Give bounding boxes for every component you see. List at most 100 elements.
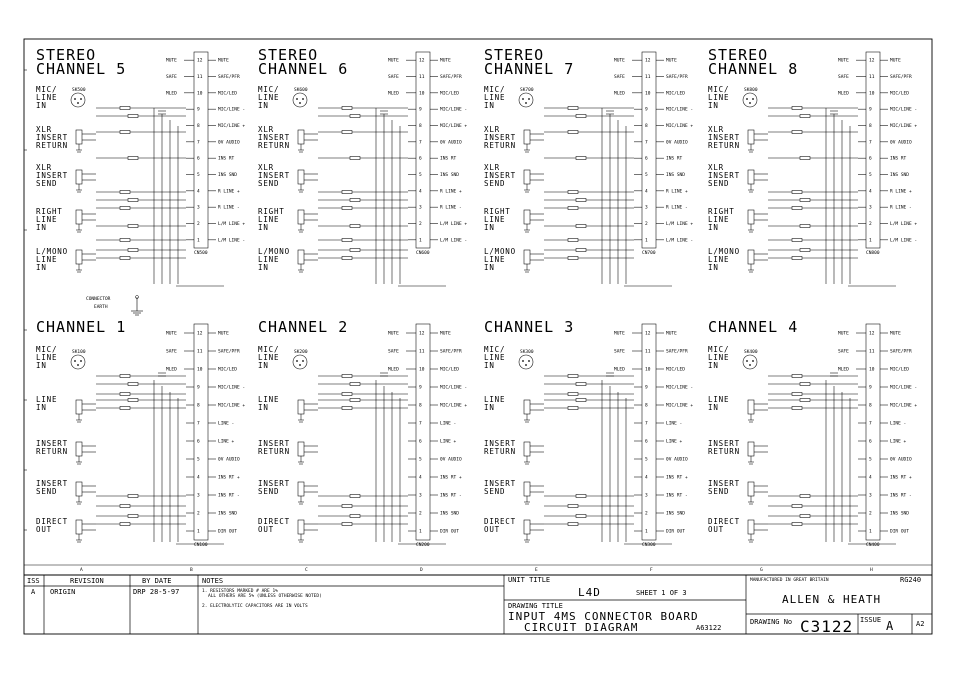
connector-block <box>415 323 431 541</box>
row-label: INSERT <box>484 439 516 448</box>
note-2: 2. ELECTROLYTIC CAPACITORS ARE IN VOLTS <box>202 603 308 609</box>
resistor <box>119 374 131 378</box>
pin-number: 11 <box>197 74 203 80</box>
xlr-pin <box>752 360 754 362</box>
resistor <box>567 190 579 194</box>
pin-number: 4 <box>869 188 872 194</box>
row-label: OUT <box>484 525 500 534</box>
resistor <box>567 374 579 378</box>
pin-label: MIC/LINE + <box>440 123 467 129</box>
pin-label: MIC/LINE + <box>890 403 917 409</box>
pin-label: MUTE <box>388 58 399 64</box>
resistor <box>127 114 139 118</box>
jack-socket-symbol <box>297 249 305 265</box>
pin-label: R LINE - <box>218 205 240 211</box>
pin-label: MUTE <box>388 331 399 337</box>
xlr-pin <box>746 98 748 100</box>
row-label: INSERT <box>36 479 68 488</box>
pin-label: INS RT + <box>890 475 912 481</box>
row-label: IN <box>258 361 269 370</box>
pin-number: 11 <box>869 349 875 355</box>
pin-label: INS SND <box>890 511 909 517</box>
drawing-no-label: DRAWING No <box>750 618 792 626</box>
resistor <box>799 514 811 518</box>
pin-label: MIC/LINE + <box>440 403 467 409</box>
resistor <box>567 206 579 210</box>
row-label: MIC/ <box>484 345 505 354</box>
xlr-pin <box>296 360 298 362</box>
pin-number: 3 <box>197 205 200 211</box>
pin-label: INS SND <box>218 511 237 517</box>
pin-label: INS RT + <box>440 475 462 481</box>
pin-number: 7 <box>869 139 872 145</box>
xlr-pin <box>74 360 76 362</box>
company-name: ALLEN & HEATH <box>782 593 881 606</box>
resistor <box>119 256 131 260</box>
pin-label: R LINE - <box>890 205 912 211</box>
resistor <box>341 238 353 242</box>
pin-number: 12 <box>197 331 203 337</box>
pin-label: LINE + <box>890 439 907 445</box>
pin-number: 1 <box>645 237 648 243</box>
resistor <box>119 522 131 526</box>
by-date-header: BY DATE <box>142 577 172 585</box>
pin-label: MIC/LED <box>666 367 685 373</box>
pin-label: MUTE <box>218 58 229 64</box>
jack-socket-symbol <box>297 399 305 415</box>
row-label: IN <box>708 223 719 232</box>
pin-label: SAFE <box>388 74 399 80</box>
row-label: RIGHT <box>258 207 285 216</box>
revision-value: ORIGIN <box>50 588 75 596</box>
row-label: OUT <box>258 525 274 534</box>
row-label: IN <box>708 361 719 370</box>
xlr-pin <box>528 98 530 100</box>
pin-number: 7 <box>645 421 648 427</box>
row-label: MIC/ <box>484 85 505 94</box>
jack-socket-symbol <box>523 441 531 457</box>
row-label: LINE <box>708 395 729 404</box>
row-label: INSERT <box>708 171 740 180</box>
jack-socket-symbol <box>297 169 305 185</box>
xlr-socket-symbol <box>70 92 86 108</box>
resistor <box>127 382 139 386</box>
pin-label: SAFE <box>838 74 849 80</box>
resistor <box>119 392 131 396</box>
socket-ref: SK700 <box>520 87 534 93</box>
pin-label: L/M LINE + <box>218 221 245 227</box>
xlr-pin <box>752 98 754 100</box>
pin-label: MUTE <box>666 58 677 64</box>
row-label: DIRECT <box>708 517 740 526</box>
resistor <box>127 494 139 498</box>
resistor <box>799 382 811 386</box>
resistor <box>341 206 353 210</box>
resistor <box>349 248 361 252</box>
pin-label: MUTE <box>614 58 625 64</box>
pin-label: SAFE/PFR <box>890 74 912 80</box>
pin-label: LINE + <box>666 439 683 445</box>
row-label: LINE <box>36 255 57 264</box>
pin-label: MUTE <box>166 331 177 337</box>
jack-socket-symbol <box>747 441 755 457</box>
xlr-socket-symbol <box>70 354 86 370</box>
pin-label: MIC/LINE + <box>890 123 917 129</box>
socket-ref: SK600 <box>294 87 308 93</box>
pin-label: SAFE <box>614 349 625 355</box>
unit-title: L4D <box>578 586 601 599</box>
pin-label: 0V AUDIO <box>440 139 462 145</box>
pin-label: DIR OUT <box>440 529 459 535</box>
jack-socket-symbol <box>297 519 305 535</box>
jack-socket-symbol <box>747 169 755 185</box>
row-label: L/MONO <box>258 247 290 256</box>
resistor <box>791 504 803 508</box>
jack-socket-symbol <box>523 249 531 265</box>
pin-number: 8 <box>869 403 872 409</box>
pin-number: 6 <box>645 439 648 445</box>
channel-title: STEREO <box>36 46 96 64</box>
pin-number: 12 <box>419 331 425 337</box>
pin-number: 9 <box>645 107 648 113</box>
pin-number: 12 <box>869 58 875 64</box>
plug-ref: CN500 <box>194 250 208 256</box>
pin-number: 1 <box>419 237 422 243</box>
row-label: LINE <box>36 215 57 224</box>
